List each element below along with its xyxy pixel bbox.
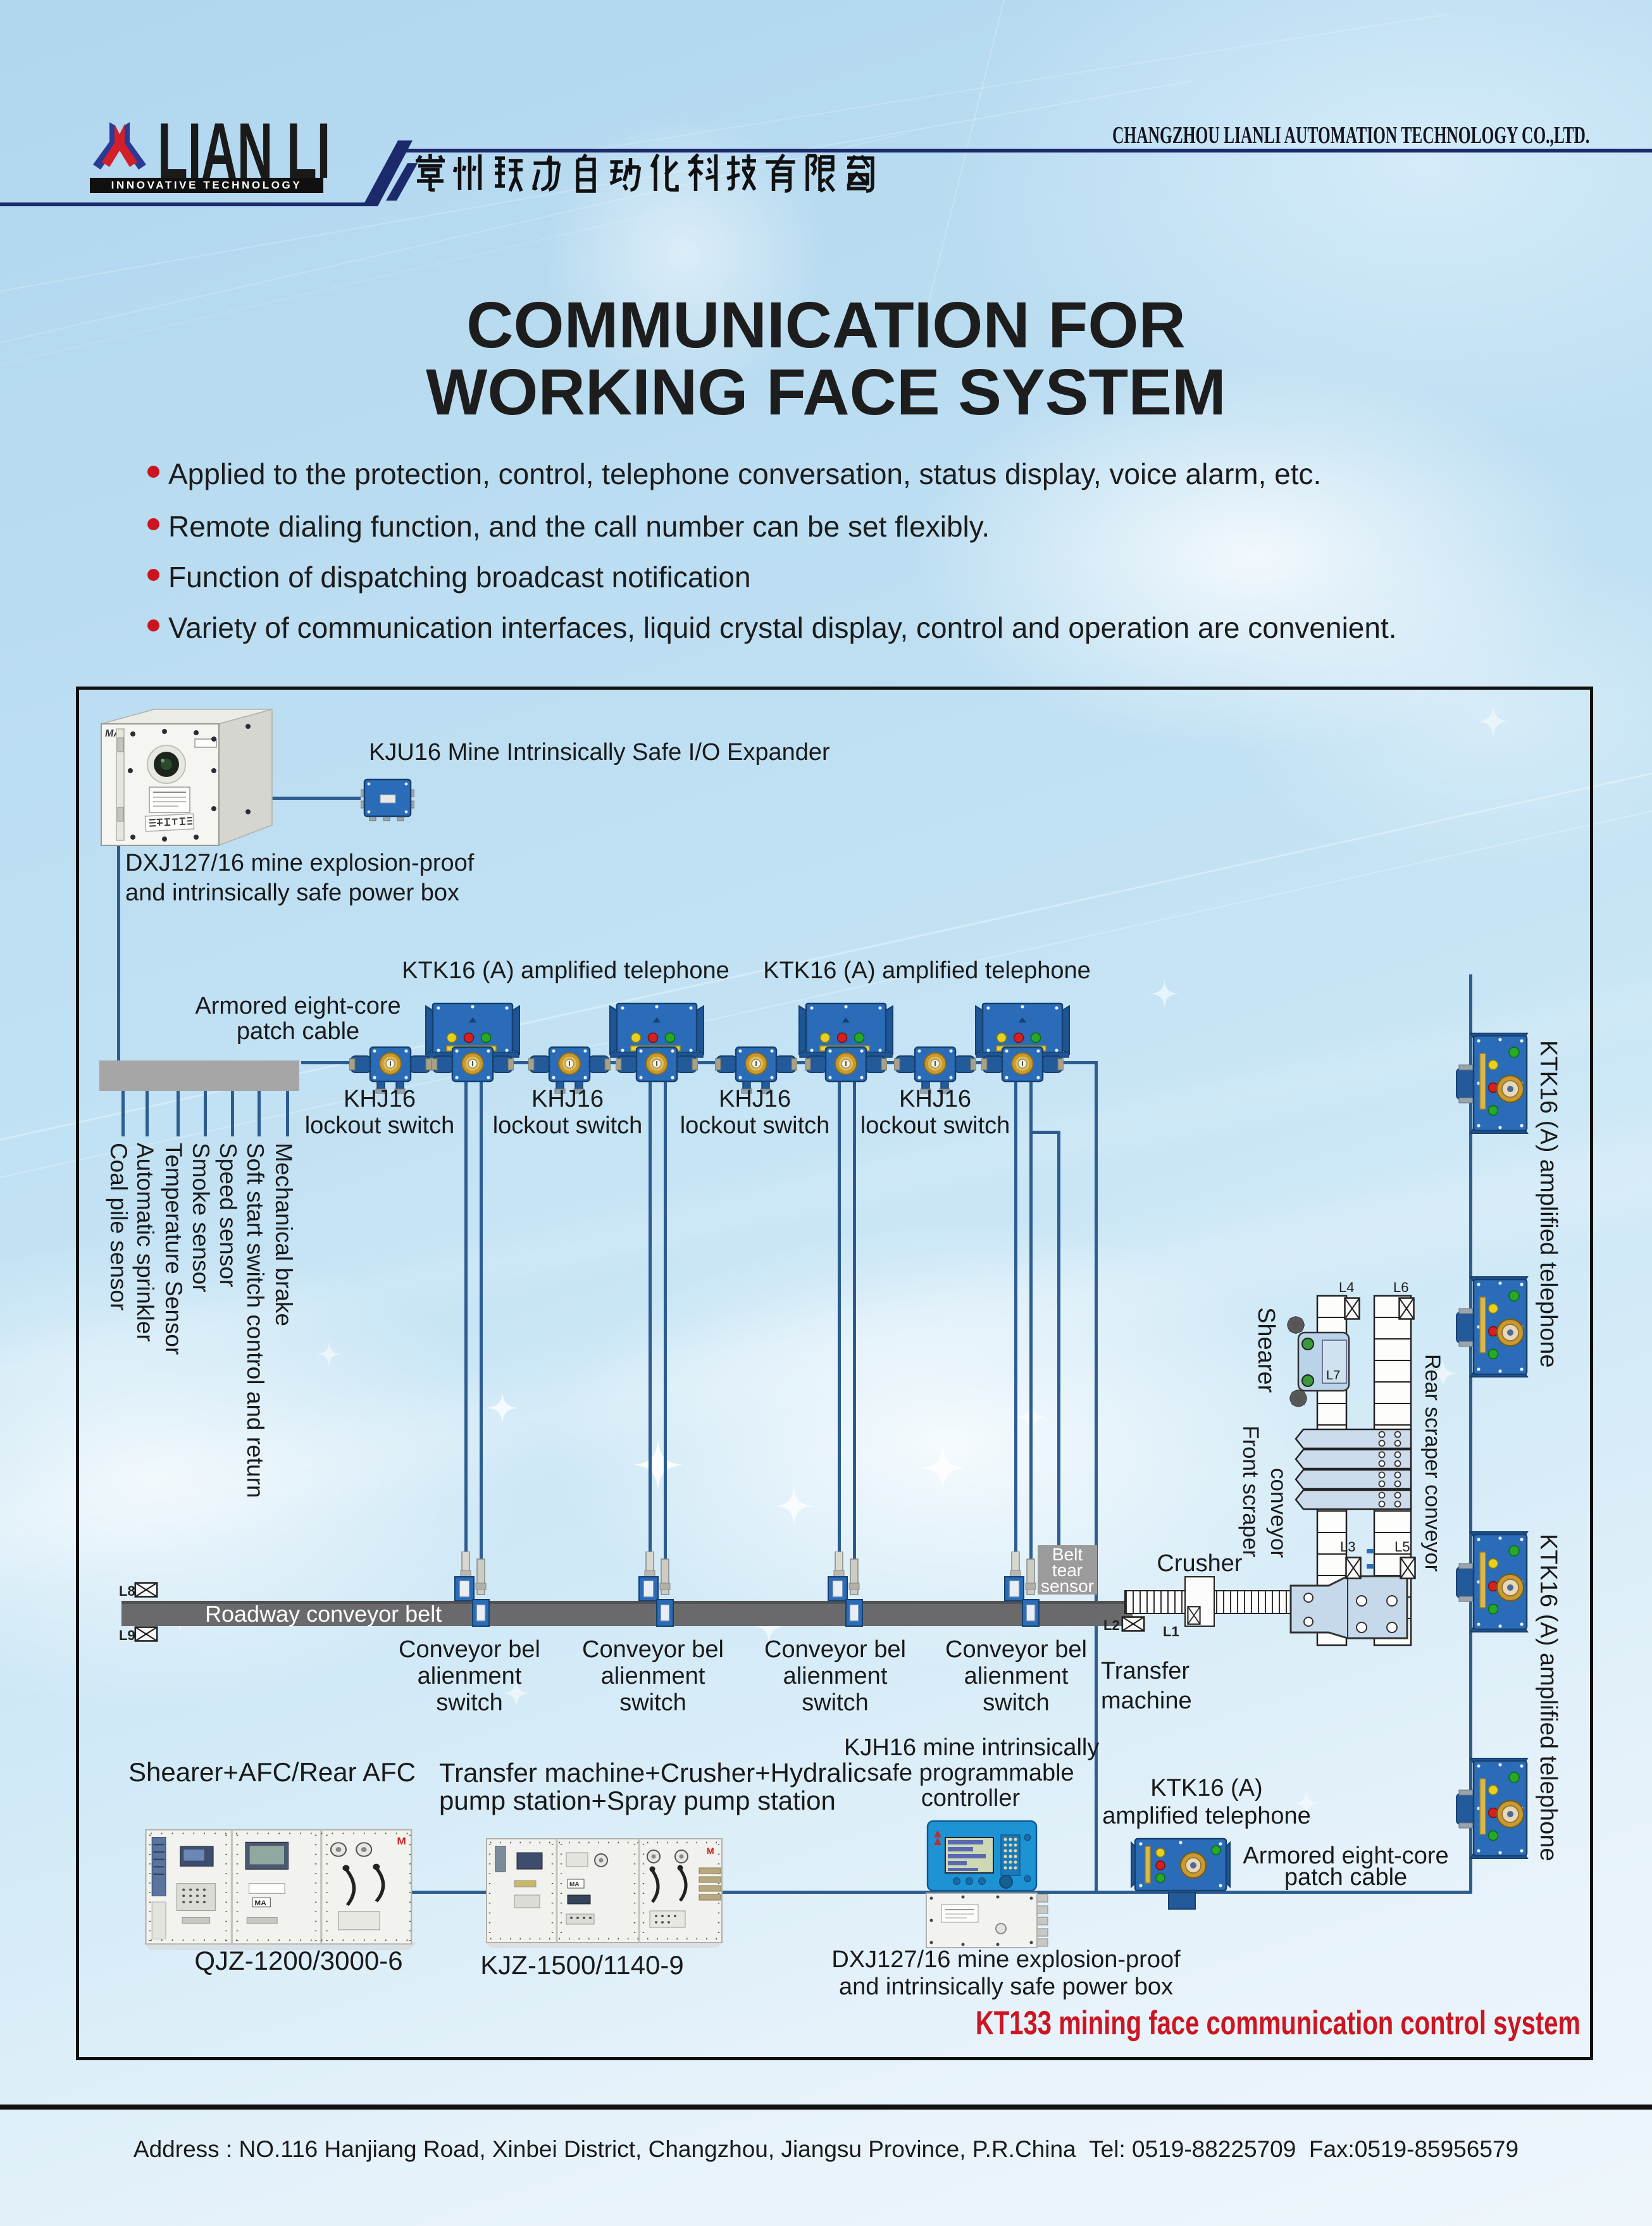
svg-text:L7: L7 [1326, 1369, 1340, 1383]
svg-text:MA: MA [254, 1900, 266, 1906]
svg-text:M: M [707, 1846, 714, 1856]
svg-text:MA: MA [569, 1881, 580, 1888]
svg-text:M: M [397, 1836, 406, 1847]
